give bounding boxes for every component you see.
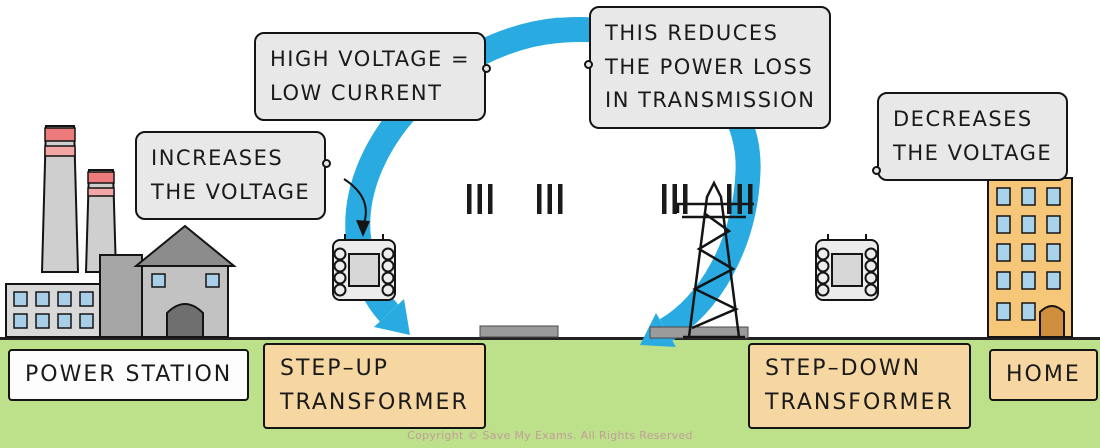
callout-power-loss: THIS REDUCES THE POWER LOSS IN TRANSMISS…: [584, 6, 832, 129]
callout-text: HIGH VOLTAGE =: [270, 47, 471, 71]
platform-left: [479, 325, 559, 338]
label-text: STEP–UP: [280, 356, 389, 381]
connector-dot-icon: [482, 64, 492, 73]
step-down-transformer-icon: [815, 233, 879, 301]
callout-text: THE VOLTAGE: [151, 179, 311, 204]
label-text: TRANSFORMER: [280, 390, 469, 416]
label-home: HOME: [989, 349, 1098, 402]
callout-text: INCREASES: [151, 146, 284, 170]
callout-increases-voltage: INCREASES THE VOLTAGE: [135, 131, 332, 221]
callout-text: LOW CURRENT: [270, 80, 443, 105]
house-icon: [987, 160, 1073, 338]
label-step-down-transformer: STEP–DOWN TRANSFORMER: [748, 343, 971, 430]
callout-text: IN TRANSMISSION: [605, 88, 816, 113]
callout-high-voltage: HIGH VOLTAGE = LOW CURRENT: [254, 32, 492, 122]
callout-text: THE POWER LOSS: [605, 54, 814, 79]
label-power-station: POWER STATION: [8, 349, 250, 402]
callout-arrow-icon: [343, 178, 370, 237]
label-text: STEP–DOWN: [765, 356, 922, 381]
wire-marks-icon: [467, 184, 753, 214]
callout-decreases-voltage: DECREASES THE VOLTAGE: [872, 92, 1069, 182]
label-text: TRANSFORMER: [765, 390, 954, 416]
copyright-text: Copyright © Save My Exams. All Rights Re…: [407, 429, 693, 442]
label-step-up-transformer: STEP–UP TRANSFORMER: [263, 343, 486, 430]
connector-dot-icon: [322, 159, 332, 168]
connector-dot-icon: [872, 166, 881, 176]
callout-text: THIS REDUCES: [605, 21, 779, 45]
callout-text: THE VOLTAGE: [893, 140, 1053, 165]
callout-text: DECREASES: [893, 107, 1033, 131]
label-text: HOME: [1006, 362, 1081, 387]
power-station-icon: [5, 125, 237, 338]
connector-dot-icon: [584, 60, 593, 69]
step-up-transformer-icon: [332, 233, 396, 301]
label-text: POWER STATION: [25, 362, 233, 387]
